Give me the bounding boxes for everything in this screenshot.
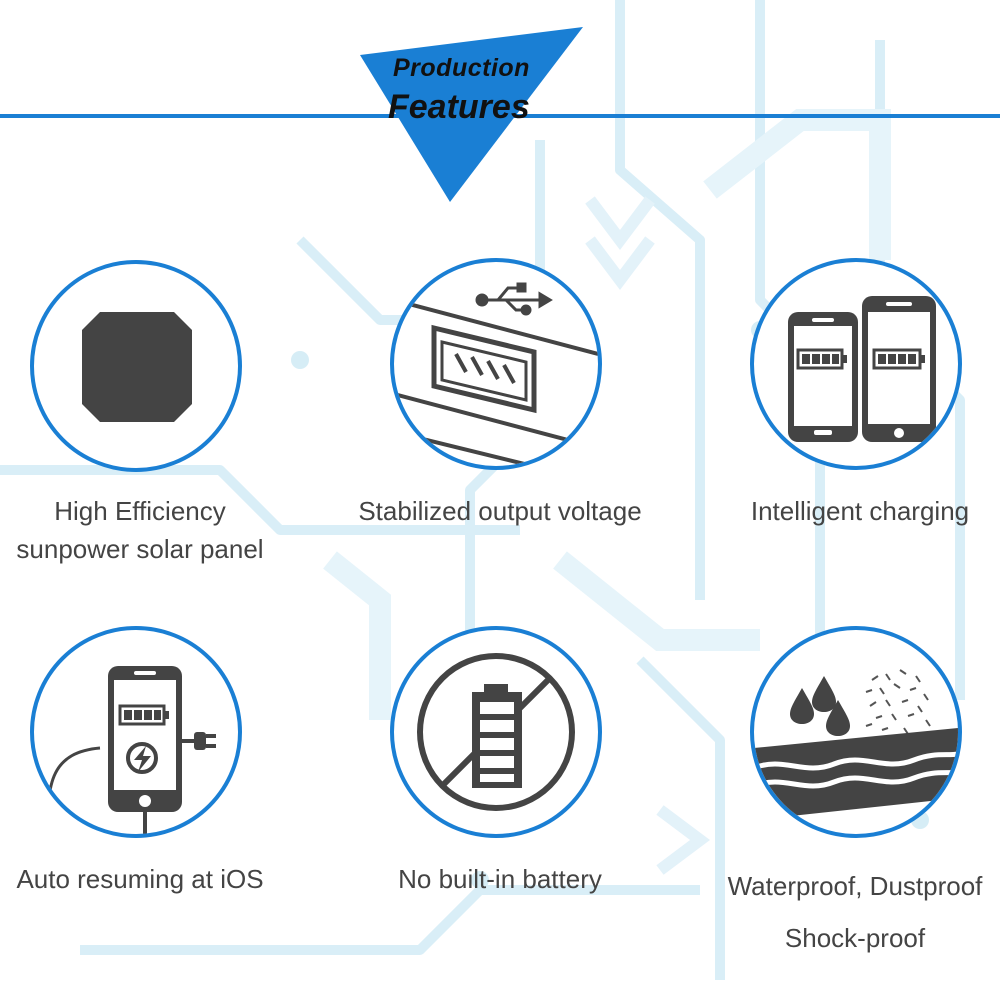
- feature-caption-usb-port: Stabilized output voltage: [330, 492, 670, 530]
- feature-circle-usb-port: [390, 258, 602, 470]
- feature-circle-waterproof: [750, 626, 962, 838]
- no-battery-icon: [417, 653, 575, 811]
- feature-caption-ios-resume: Auto resuming at iOS: [0, 860, 280, 898]
- feature-caption-line1: Auto resuming at iOS: [16, 864, 264, 894]
- iphone-charging-icon: [46, 666, 216, 834]
- feature-caption-smart-charging: Intelligent charging: [720, 492, 1000, 530]
- feature-circle-smart-charging: [750, 258, 962, 470]
- section-banner: Production Features: [355, 22, 595, 207]
- feature-circle-no-battery: [390, 626, 602, 838]
- feature-caption-line2: Shock-proof: [784, 923, 926, 953]
- feature-caption-solar-panel: High Efficiency sunpower solar panel: [0, 492, 280, 568]
- feature-caption-line2: sunpower solar panel: [16, 534, 264, 564]
- phones-charging-icon: [788, 296, 936, 442]
- solar-panel-icon: [82, 312, 192, 422]
- feature-caption-line1: Waterproof, Dustproof: [727, 871, 983, 901]
- banner-triangle: [360, 27, 583, 202]
- feature-circle-solar-panel: [30, 260, 242, 472]
- banner-title-line2: Features: [388, 88, 530, 126]
- feature-caption-line1: Intelligent charging: [750, 496, 970, 526]
- feature-caption-line1: Stabilized output voltage: [358, 496, 642, 526]
- feature-caption-line1: High Efficiency: [54, 496, 226, 526]
- usb-port-icon: [394, 282, 598, 466]
- feature-caption-no-battery: No built-in battery: [360, 860, 640, 898]
- feature-caption-waterproof: Waterproof, Dustproof Shock-proof: [710, 860, 1000, 964]
- waterproof-dustproof-icon: [754, 669, 958, 820]
- feature-circle-ios-resume: [30, 626, 242, 838]
- banner-title-line1: Production: [393, 54, 530, 82]
- feature-caption-line1: No built-in battery: [398, 864, 602, 894]
